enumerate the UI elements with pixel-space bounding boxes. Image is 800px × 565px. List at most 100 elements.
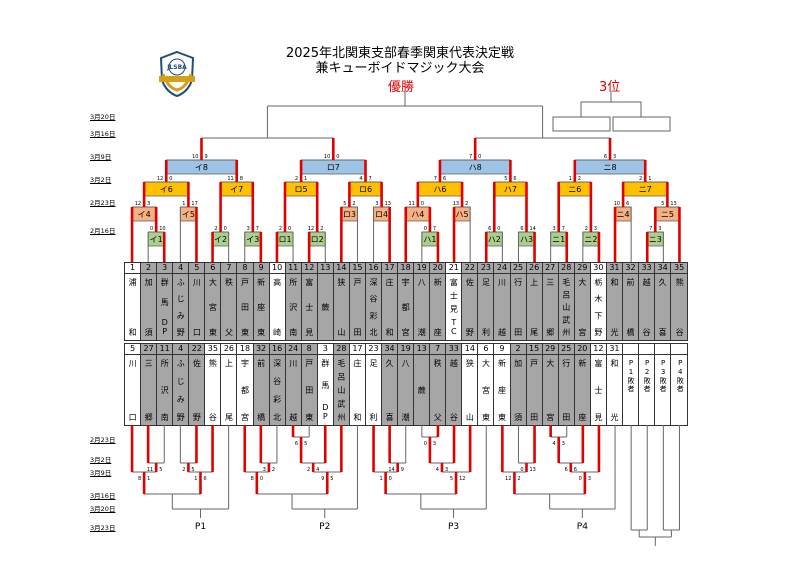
score-left: 0 — [150, 226, 153, 232]
score-right: 1 — [304, 176, 307, 182]
score-left: 11 — [408, 201, 414, 207]
team-name: 足利 — [369, 359, 378, 421]
team-number: 5 — [189, 263, 205, 274]
team-name: 熊谷 — [675, 278, 685, 336]
team-name: 大宮 — [577, 278, 587, 336]
match-label: ニ7 — [639, 185, 652, 194]
champion-label: 優勝 — [388, 80, 415, 95]
team-number: 20 — [430, 263, 446, 274]
score-left: 6 — [295, 441, 298, 447]
score-left: 2 — [585, 226, 588, 232]
match-label: ニ2 — [584, 235, 597, 244]
match-label: ロ5 — [295, 185, 308, 194]
team-number: 13 — [317, 263, 333, 274]
team-number: 24 — [285, 344, 301, 355]
score-right: 6 — [626, 201, 629, 207]
team-number: 32 — [622, 263, 638, 274]
third-place-slot — [612, 116, 671, 132]
date-label: 3月9日 — [90, 153, 112, 161]
score-right: 7 — [433, 226, 436, 232]
match-label: ロ1 — [278, 235, 291, 244]
team-number: 18 — [237, 344, 253, 355]
team-name: 行田 — [561, 359, 571, 421]
score-right: 5 — [330, 476, 333, 482]
match-label: ハ6 — [433, 185, 446, 194]
score-right: 5 — [159, 467, 162, 473]
team-number: 31 — [606, 344, 622, 355]
team-name: 所沢南 — [160, 359, 170, 421]
team-name: 三郷 — [545, 278, 555, 336]
team-name: 所沢南 — [288, 278, 298, 336]
team-name: 浦和 — [128, 278, 138, 336]
score-left: 10 — [324, 154, 330, 160]
score-left: 1 — [194, 476, 197, 482]
team-number: 21 — [446, 263, 462, 274]
score-right: 7 — [369, 176, 372, 182]
match-label: ロ2 — [311, 235, 324, 244]
team-number: 16 — [269, 344, 285, 355]
team-number: 4 — [173, 344, 189, 355]
score-right: 9 — [204, 154, 207, 160]
score-right: 6 — [574, 467, 577, 473]
team-number: 11 — [157, 344, 173, 355]
team-number: 29 — [542, 344, 558, 355]
team-name: 加須 — [513, 359, 523, 421]
team-number: 9 — [253, 263, 269, 274]
team-name: 深谷彩北 — [369, 278, 378, 336]
score-right: 3 — [594, 226, 597, 232]
score-right: 10 — [159, 226, 165, 232]
score-left: 7 — [649, 226, 652, 232]
score-right: 13 — [385, 201, 391, 207]
team-name: 高崎 — [272, 278, 282, 336]
score-right: 6 — [203, 476, 206, 482]
team-number: 19 — [414, 263, 430, 274]
score-left: 6 — [565, 467, 568, 473]
score-right: 3 — [445, 467, 448, 473]
score-left: 2 — [639, 176, 642, 182]
match-label: イ4 — [138, 210, 151, 219]
team-number: 17 — [382, 263, 398, 274]
score-left: 5 — [661, 201, 664, 207]
third-place-label: 3位 — [599, 80, 621, 95]
date-label: 3月2日 — [90, 176, 112, 184]
team-name: 栃木下野 — [593, 278, 603, 336]
match-label: ニ1 — [552, 235, 565, 244]
score-left: 7 — [434, 176, 437, 182]
match-label: ハ7 — [504, 185, 517, 194]
team-name: 庄和 — [385, 278, 395, 336]
team-name: 蕨 — [320, 303, 330, 311]
score-right: 2 — [517, 476, 520, 482]
team-name: 狭山 — [336, 278, 346, 336]
match-label: イ2 — [214, 235, 227, 244]
score-right: 7 — [256, 226, 259, 232]
team-name: 川口 — [192, 278, 202, 336]
score-left: 3 — [247, 226, 250, 232]
score-left: 1 — [569, 176, 572, 182]
team-name: P4敗者 — [676, 359, 685, 393]
team-number: 34 — [382, 344, 398, 355]
team-name: 毛呂山武州 — [336, 359, 346, 421]
team-name: 大宮 — [545, 359, 555, 421]
match-label: ニ8 — [603, 163, 616, 172]
team-name: 三郷 — [144, 359, 154, 421]
score-right: 1 — [147, 476, 150, 482]
team-number: 15 — [526, 344, 542, 355]
